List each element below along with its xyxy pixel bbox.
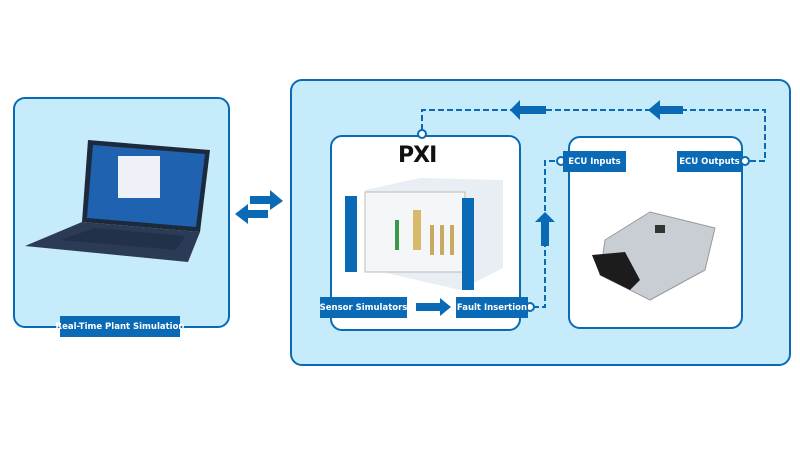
pxi-logo: PXI bbox=[398, 143, 437, 168]
bidirectional-arrow-icon bbox=[235, 190, 283, 224]
ecu-outputs-label: ECU Outputs bbox=[677, 151, 742, 172]
flow-arrows bbox=[416, 100, 683, 316]
ecu-module-icon bbox=[592, 211, 716, 301]
sensor-simulators-label: Sensor Simulators bbox=[320, 297, 407, 318]
fault-insertion-label: Fault Insertion bbox=[456, 297, 528, 318]
laptop-icon bbox=[25, 140, 210, 262]
arrow-left-icon bbox=[510, 100, 546, 120]
ecu-inputs-label: ECU Inputs bbox=[563, 151, 626, 172]
arrow-right-icon bbox=[416, 298, 451, 316]
pxi-chassis-icon bbox=[345, 178, 503, 290]
arrow-up-icon bbox=[535, 212, 555, 246]
arrow-left-icon bbox=[648, 100, 683, 120]
plant-simulation-label: Real-Time Plant Simulation bbox=[56, 316, 184, 337]
